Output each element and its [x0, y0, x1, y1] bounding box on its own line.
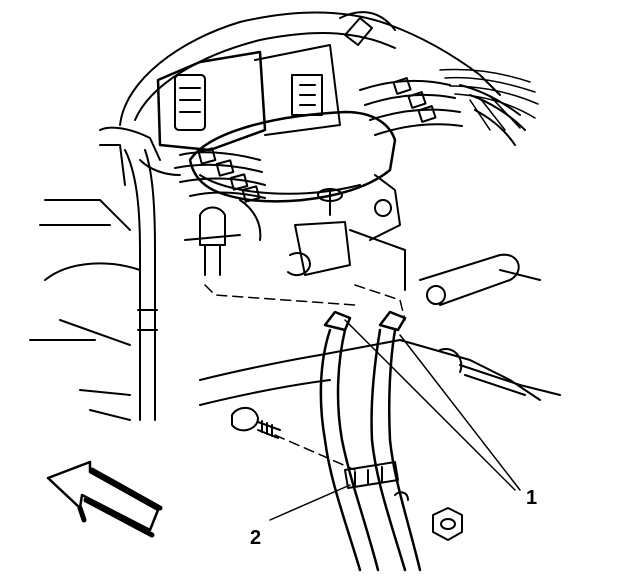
intake-housing — [99, 11, 501, 161]
fuel-lines — [319, 310, 422, 572]
distributor-housing — [287, 221, 406, 291]
retaining-bolt — [231, 406, 281, 439]
throttle-cable — [439, 348, 561, 396]
callout-label-2: 2 — [250, 527, 262, 549]
plug-wires-left — [139, 147, 266, 203]
retaining-nut — [394, 491, 463, 541]
callout-leaders — [269, 319, 521, 521]
frame-rails — [29, 199, 541, 421]
vacuum-tube — [99, 144, 158, 421]
fuel-line-clip — [344, 461, 399, 489]
callout-label-1: 1 — [526, 487, 538, 509]
plug-wires-right — [359, 77, 526, 146]
direction-arrow-icon — [46, 460, 163, 538]
mounting-bracket — [419, 253, 541, 306]
wiring-harness — [439, 68, 539, 131]
leader-lines-dashed — [204, 284, 406, 471]
ignition-module — [156, 44, 341, 152]
sensor-connector — [184, 199, 262, 276]
distributor-cap — [188, 110, 401, 241]
